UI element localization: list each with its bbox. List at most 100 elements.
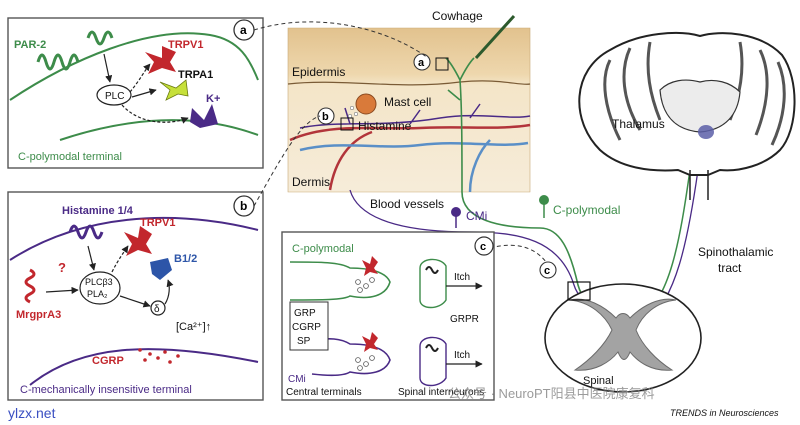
spinothalamic-label-2: tract [718,261,742,275]
par2-label: PAR-2 [14,39,46,51]
grp-label: GRP [294,308,316,319]
delta-circle [150,300,166,316]
epidermis-boundary [287,80,531,86]
blood-vessel-blue-2 [468,139,491,193]
cgrp-label: CGRP [92,355,124,367]
dermis-label: Dermis [292,175,330,189]
arrow-plc-k [121,104,189,124]
grp-box [289,301,329,351]
b12-label: B1/2 [174,253,197,265]
mast-cell-icon [355,93,377,115]
trpa1-label: TRPA1 [178,69,213,81]
panel-a-circle-label: a [240,23,247,37]
cmi-pin-icon [451,207,461,217]
skin-marker-a-box [435,57,449,71]
skin-rectangle [287,27,531,193]
grpr-receptor-b-icon [425,344,439,352]
grpr-receptor-icon [425,266,439,274]
par2-receptor-icon [36,53,80,71]
panel-c-c-polymodal: C-polymodal [292,243,354,255]
c-polymodal-fiber-label: C-polymodal [553,203,620,217]
skin-marker-b-label: b [322,111,329,123]
panel-c-cmi: CMi [288,374,306,385]
thalamus-region [659,79,741,133]
central-terminals-label: Central terminals [286,387,362,398]
cmi-branches [299,103,531,129]
trpv1-channel-b-icon [124,226,152,256]
blood-vessel-blue [299,141,529,152]
epidermis-label: Epidermis [292,65,345,79]
plc-b-label-2: PLA₂ [87,289,108,299]
panel-a-membrane-bottom [59,119,259,141]
trpv1-label-b: TRPV1 [140,217,175,229]
trpv1-channel-icon [145,46,176,74]
trpv1-central-b-icon [362,332,378,352]
spinal-marker-c-label: c [544,265,550,277]
journal-label: TRENDS in Neurosciences [670,408,779,418]
c-polymodal-pin-icon [539,195,549,205]
skin-marker-a-label: a [418,57,425,69]
grpr-label: GRPR [450,314,479,325]
spinal-cord: c Spinal [539,261,702,393]
plc-b-oval [79,271,121,305]
panel-a-frame [7,17,264,169]
connector-c [489,244,551,269]
histamine-receptor-label: Histamine 1/4 [62,205,134,217]
histamine-granules-icon [347,105,359,119]
arrow-delta-b12 [164,279,174,305]
itch-label-top: Itch [454,272,470,283]
plc-b-label-1: PLCβ3 [85,277,113,287]
panel-a-footer: C-polymodal terminal [18,151,122,163]
skin-marker-b-circle [317,107,335,125]
arrow-plc-trpv1 [129,63,151,93]
cgrp-dots [138,348,180,364]
k-channel-icon [190,104,218,128]
thalamus-label: Thalamus [612,117,665,131]
histamine-label: Histamine [358,119,412,133]
arrow-hist-plc [87,245,96,271]
spinal-marker-c-circle [539,261,557,279]
source-label: ylzx.net [8,405,56,421]
connector-a [253,21,429,59]
histamine-receptor-icon [68,224,104,240]
panel-b-circle-label: b [240,199,247,213]
spinal-interneurons-label: Spinal interneurons [398,387,484,398]
k-label: K+ [206,93,220,105]
mast-cell-label: Mast cell [384,95,431,109]
panel-b-frame [7,191,264,401]
panel-c-circle-label: c [480,241,486,253]
cgrp-box-label: CGRP [292,322,321,333]
arrow-par2-plc [103,53,113,83]
panel-a: PAR-2 TRPV1 TRPA1 PLC K+ C-polymodal ter… [7,17,264,169]
itch-label-bottom: Itch [454,350,470,361]
skin-marker-b-box [340,117,354,131]
c-polymodal-skin-fiber [445,57,475,193]
skin-block: a b Cowhage Epidermis Mast cell Histamin… [287,9,531,211]
interneuron-bottom [419,336,447,387]
panel-a-membrane-top [9,32,259,101]
brainstem [689,170,709,200]
gray-matter [569,298,677,371]
cowhage-spicule-icon [474,14,516,60]
arrow-plc-delta [119,295,151,308]
panel-b-membrane-bottom [29,348,259,386]
panel-b-footer: C-mechanically insensitive terminal [20,384,192,396]
trpv1-central-icon [362,256,378,276]
connector-b [253,115,321,207]
sp-label: SP [297,336,311,347]
arrow-mrgpr-plc [45,286,79,294]
skin-marker-a-circle [413,53,431,71]
blood-vessel-red [289,123,531,142]
arrow-plc-trpa1 [131,88,157,98]
trpv1-label-a: TRPV1 [168,39,203,51]
spinothalamic-label-1: Spinothalamic [698,245,773,259]
thalamus-target-icon [698,125,714,139]
bottom-vesicles [355,355,375,371]
c-polymodal-terminal [289,261,391,301]
trpa1-channel-icon [159,79,189,101]
panel-c: C-polymodal GRP CGRP SP Itch GRPR Itch C… [281,231,495,401]
watermark-text: 公众号 · NeuroPT阳县中医院康复科 [448,386,655,401]
cowhage-label: Cowhage [432,9,483,23]
delta-label: δ [154,304,160,315]
